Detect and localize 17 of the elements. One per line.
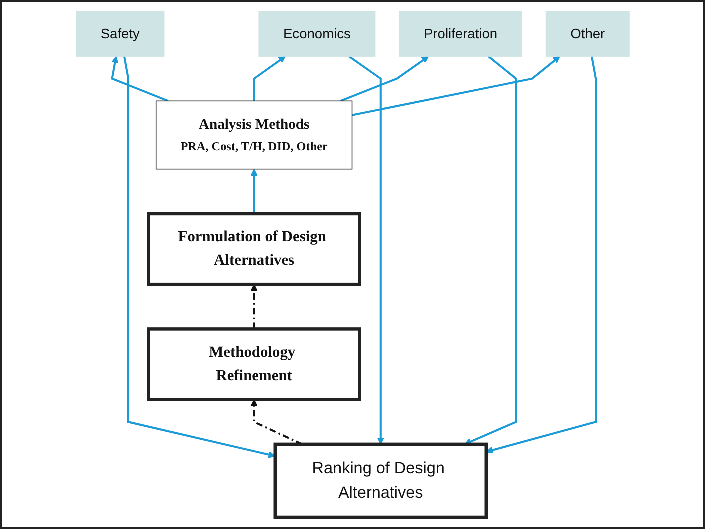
arrow — [348, 56, 384, 445]
arrow — [250, 169, 258, 214]
node-box — [273, 442, 488, 520]
arrow — [250, 284, 258, 330]
node-box — [398, 11, 522, 57]
arrow — [352, 56, 560, 116]
node-box — [146, 328, 361, 402]
node-box — [146, 212, 361, 286]
arrow — [122, 56, 276, 458]
node-box — [76, 11, 164, 57]
arrow — [110, 56, 168, 102]
arrow — [486, 56, 597, 454]
arrow — [340, 56, 429, 102]
node-box — [258, 11, 376, 57]
node-box — [155, 100, 352, 170]
arrow — [252, 56, 286, 102]
node-box — [545, 11, 630, 57]
